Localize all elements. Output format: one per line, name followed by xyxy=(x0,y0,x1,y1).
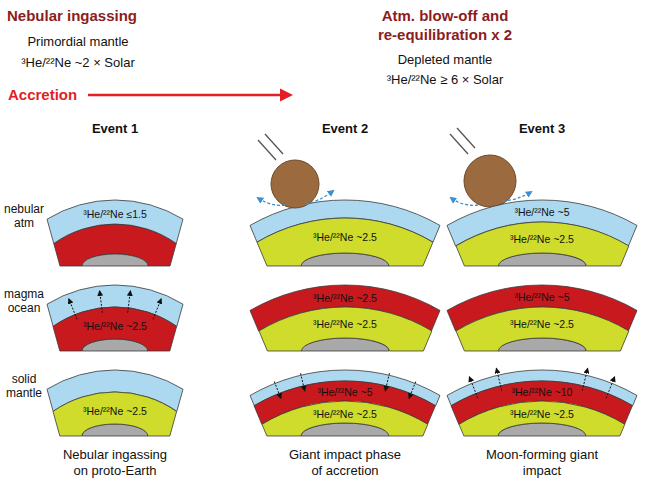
green-layer xyxy=(459,401,625,436)
isotope-ratio: ³He/²²Ne ~2.5 xyxy=(313,231,377,243)
gas-flux-arrow xyxy=(582,368,587,390)
blue-layer xyxy=(47,200,183,243)
isotope-ratio: ³He/²²Ne ~2.5 xyxy=(313,292,377,304)
ejecta-arrow xyxy=(258,198,285,205)
gas-flux-arrow xyxy=(274,382,281,399)
red-layer-band: ³He/²²Ne ~2.5 xyxy=(52,306,178,352)
impactor xyxy=(271,160,319,208)
green-layer-band: ³He/²²Ne ~2.5 xyxy=(455,306,630,352)
gas-flux-arrow xyxy=(496,368,501,390)
isotope-ratio: ³He/²²Ne ~2.5 xyxy=(83,405,147,417)
event-caption: Giant impact phase of accretion xyxy=(286,447,405,479)
isotope-ratio: ³He/²²Ne ~5 xyxy=(317,386,372,398)
green-layer xyxy=(53,392,177,436)
ejecta-arrow xyxy=(503,192,531,201)
motion-streak xyxy=(265,134,283,154)
earth-layers xyxy=(47,200,637,436)
green-layer-band: ³He/²²Ne ~2.5 xyxy=(258,306,433,352)
accretion-label: Accretion xyxy=(8,86,77,104)
gas-flux-arrow xyxy=(153,299,161,319)
isotope-ratio: ³He/²²Ne ≤1.5 xyxy=(83,208,147,220)
green-layer xyxy=(456,222,629,266)
mantle-label: Depleted mantle xyxy=(398,52,493,68)
green-layer xyxy=(257,218,433,266)
event-caption: Nebular ingassing on proto-Earth xyxy=(56,447,175,479)
event-header: Event 2 xyxy=(322,121,368,137)
ratio-label: ³He/²²Ne ≥ 6 × Solar xyxy=(387,72,504,88)
isotope-ratio: ³He/²²Ne ~2.5 xyxy=(313,408,377,420)
core xyxy=(82,254,148,266)
ratio-label: ³He/²²Ne ~2 × Solar xyxy=(21,55,134,71)
gas-flux-arrow xyxy=(301,373,305,391)
panel-heading: Atm. blow-off and re-equilibration x 2 xyxy=(374,6,516,44)
gas-flux-arrow xyxy=(409,382,416,399)
event-caption: Moon-forming giant impact xyxy=(483,447,602,479)
green-layer-band: ³He/²²Ne ~2.5 xyxy=(256,217,434,267)
accretion-arrow xyxy=(88,94,282,97)
red-layer xyxy=(53,307,177,351)
isotope-ratio: ³He/²²Ne ~5 xyxy=(514,291,569,303)
green-layer-band: ³He/²²Ne ~2.5 xyxy=(261,400,429,437)
green-layer xyxy=(262,401,428,436)
green-layer-band: ³He/²²Ne ~2.5 xyxy=(455,221,630,267)
green-layer xyxy=(259,307,432,351)
band-shape xyxy=(46,199,184,244)
gas-flux-arrow xyxy=(100,291,103,313)
isotope-ratio: ³He/²²Ne ~2.5 xyxy=(510,318,574,330)
event-header: Event 1 xyxy=(92,121,138,137)
panel-heading: Nebular ingassing xyxy=(7,6,137,25)
green-layer-band: ³He/²²Ne ~2.5 xyxy=(458,400,626,437)
impactor xyxy=(464,155,516,207)
isotope-ratio: ³He/²²Ne ~2.5 xyxy=(83,320,147,332)
gas-flux-arrow xyxy=(606,377,614,398)
blue-layer-band: ³He/²²Ne ≤1.5 xyxy=(46,199,184,244)
isotope-ratio: ³He/²²Ne ~10 xyxy=(511,386,572,398)
ejecta-arrow xyxy=(451,198,478,205)
event-header: Event 3 xyxy=(519,121,565,137)
mantle-label: Primordial mantle xyxy=(27,34,128,50)
gas-flux-arrow xyxy=(469,377,477,398)
gas-flux-arrow xyxy=(128,291,131,313)
accretion-arrow-head xyxy=(280,89,293,102)
isotope-ratio: ³He/²²Ne ~2.5 xyxy=(510,233,574,245)
green-layer-band: ³He/²²Ne ~2.5 xyxy=(52,391,178,437)
gas-flux-arrow xyxy=(385,373,389,391)
green-layer xyxy=(456,307,629,351)
row-label: nebular atm xyxy=(1,202,47,230)
row-label: magma ocean xyxy=(1,287,47,315)
ejecta-arrow xyxy=(306,191,333,204)
gas-flux-arrow xyxy=(69,299,77,319)
isotope-ratio: ³He/²²Ne ~2.5 xyxy=(510,408,574,420)
motion-streak xyxy=(457,128,475,148)
isotope-ratio: ³He/²²Ne ~5 xyxy=(514,206,569,218)
row-label: solid mantle xyxy=(1,372,47,400)
isotope-ratio: ³He/²²Ne ~2.5 xyxy=(313,318,377,330)
